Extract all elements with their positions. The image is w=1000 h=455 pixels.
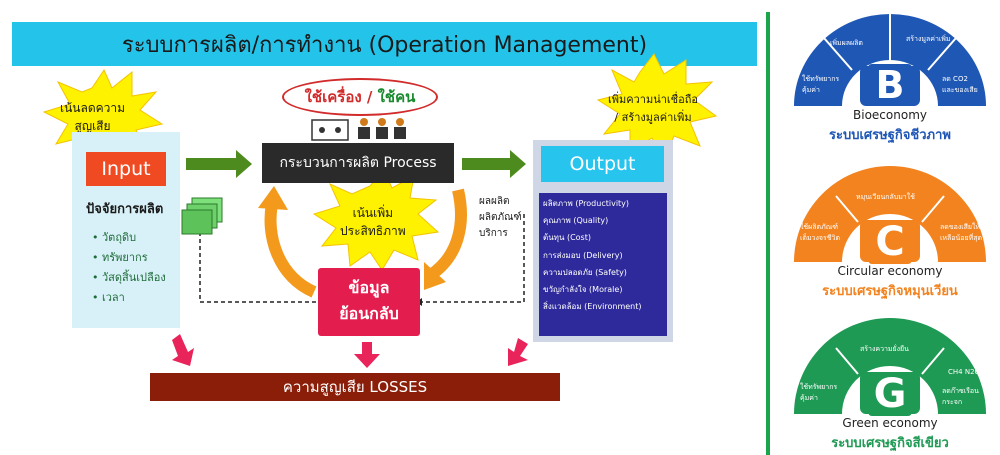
bcg-c-name: Circular economy (837, 264, 943, 278)
list-item: วัสดุสิ้นเปลือง (92, 268, 166, 288)
bcg-g-thai: ระบบเศรษฐกิจสีเขียว (831, 436, 949, 451)
callout-reduce-loss: เน้นลดความ สูญเสีย (60, 101, 126, 133)
list-item: ความปลอดภัย (Safety) (543, 267, 627, 277)
arrow-loss-input (172, 334, 194, 366)
product-note: ผลผลิต ผลิตภัณฑ์ บริการ (479, 196, 522, 239)
list-item: การส่งมอบ (Delivery) (543, 250, 623, 260)
arrow-process-to-output (462, 150, 526, 178)
bcg-c-arc-labels: หมุนเวียนกลับมาใช้ ใช้ผลิตภัณฑ์เต็มวงจรช… (800, 193, 983, 242)
list-item: คุณภาพ (Quality) (543, 216, 609, 226)
input-label: Input (86, 152, 166, 186)
list-item: ผลิตภาพ (Productivity) (543, 199, 630, 208)
output-label: Output (541, 146, 664, 182)
bcg-g-arc-labels: สร้างความยั่งยืน ใช้ทรัพยากรคุ้มค่า CH4 … (800, 345, 981, 406)
divider (766, 12, 770, 455)
list-item: เวลา (92, 288, 166, 308)
bcg-c-thai: ระบบเศรษฐกิจหมุนเวียน (822, 284, 958, 299)
process-box: กระบวนการผลิต Process (262, 143, 454, 183)
list-item: วัตถุดิบ (92, 228, 166, 248)
callout-value: เพิ่มความน่าเชื่อถือ / สร้างมูลค่าเพิ่ม (608, 93, 699, 124)
list-item: ต้นทุน (Cost) (543, 233, 591, 243)
output-list: ผลิตภาพ (Productivity) คุณภาพ (Quality) … (539, 193, 667, 336)
input-subtitle: ปัจจัยการผลิต (86, 202, 164, 217)
arrow-process-to-feedback (428, 188, 467, 279)
machine-people-icon (311, 118, 406, 141)
bcg-b-name: Bioeconomy (853, 108, 927, 122)
documents-icon (181, 197, 223, 235)
bcg-b-letter: B (868, 63, 912, 107)
flow-graphics (42, 53, 718, 368)
burst-efficiency (312, 169, 440, 271)
losses-bar: ความสูญเสีย LOSSES (150, 373, 560, 401)
list-item: สิ่งแวดล้อม (Environment) (543, 302, 642, 312)
dashed-output-feedback (422, 214, 525, 303)
arrow-feedback-to-process (264, 202, 317, 298)
diagram-title: ระบบการผลิต/การทำงาน (Operation Manageme… (12, 22, 757, 66)
list-item: ทรัพยากร (92, 248, 166, 268)
dashed-feedback-to-input (199, 222, 316, 303)
arrow-loss-output (508, 338, 528, 366)
arrow-loss-feedback (354, 342, 380, 368)
feedback-box: ข้อมูล ย้อนกลับ (318, 268, 420, 336)
bcg-g-name: Green economy (842, 416, 938, 430)
separator: / (361, 88, 378, 106)
list-item: ขวัญกำลังใจ (Morale) (543, 285, 623, 295)
callout-efficiency: เน้นเพิ่ม ประสิทธิภาพ (340, 206, 406, 238)
machine-label: ใช้เครื่อง (304, 88, 362, 106)
bcg-b-arc-labels: เพิ่มผลผลิต สร้างมูลค่าเพิ่ม ใช้ทรัพยากร… (802, 35, 978, 94)
people-label: ใช้คน (377, 88, 416, 106)
bcg-c-letter: C (868, 219, 912, 265)
arrow-input-to-process (186, 150, 252, 178)
bcg-b-thai: ระบบเศรษฐกิจชีวภาพ (829, 128, 951, 143)
input-list: วัตถุดิบ ทรัพยากร วัสดุสิ้นเปลือง เวลา (92, 228, 166, 308)
machine-people-oval: ใช้เครื่อง / ใช้คน (282, 78, 438, 116)
bcg-g-letter: G (868, 371, 912, 417)
